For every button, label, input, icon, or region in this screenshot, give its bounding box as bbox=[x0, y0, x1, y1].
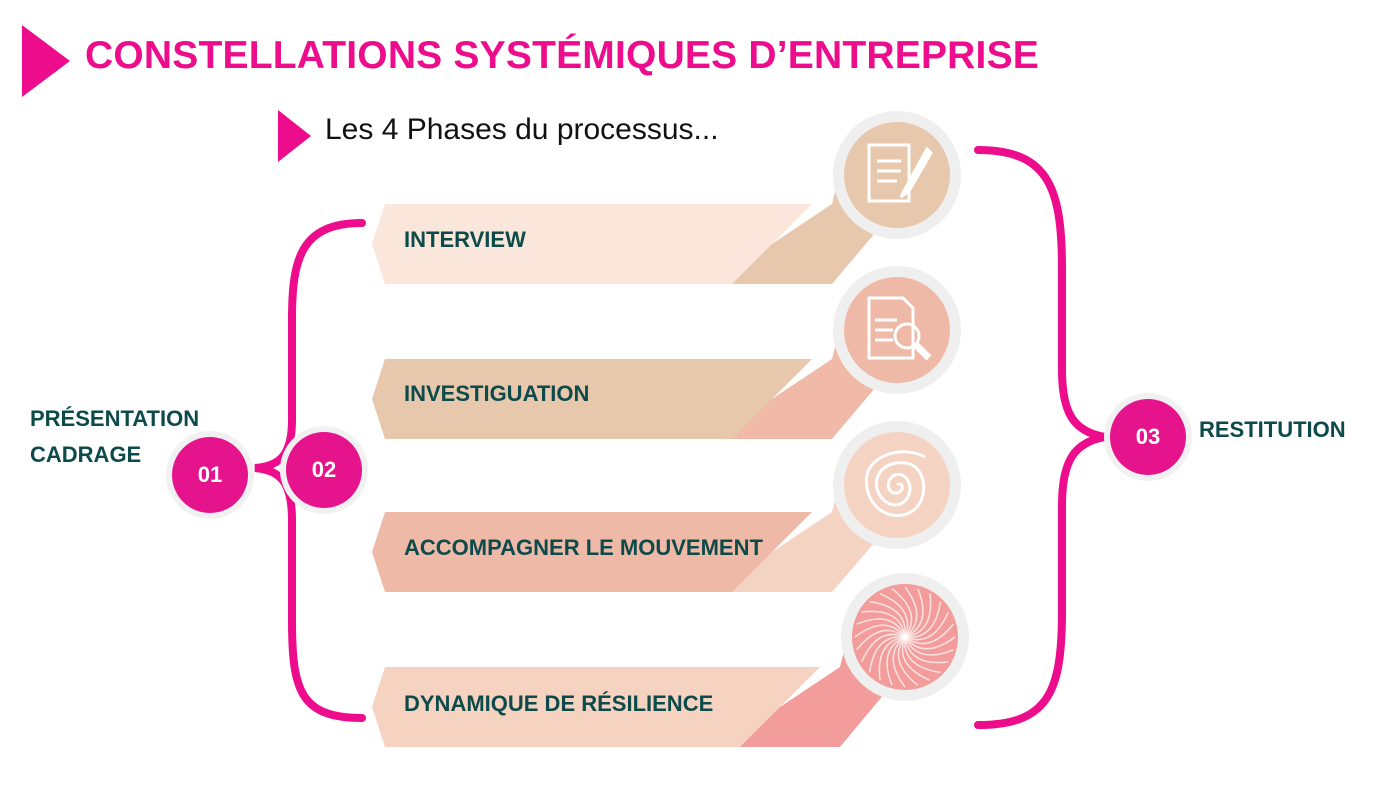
phase-label-investiguation: INVESTIGUATION bbox=[404, 381, 590, 406]
page-title: CONSTELLATIONS SYSTÉMIQUES D’ENTREPRISE bbox=[85, 34, 1040, 77]
left-label-line2: CADRAGE bbox=[30, 442, 142, 467]
notepad-pencil-icon bbox=[867, 143, 933, 203]
spiral-icon bbox=[864, 450, 926, 517]
step-01-badge: 01 bbox=[172, 437, 248, 513]
page-subtitle: Les 4 Phases du processus... bbox=[325, 113, 719, 146]
phase-banner bbox=[372, 204, 812, 284]
phase-banner bbox=[372, 667, 820, 747]
title-triangle-icon bbox=[22, 25, 70, 97]
phase-label-accompagner: ACCOMPAGNER LE MOUVEMENT bbox=[404, 535, 763, 560]
phase-banner bbox=[372, 512, 812, 592]
left-label: PRÉSENTATION CADRAGE bbox=[30, 401, 199, 473]
right-brace bbox=[974, 146, 1106, 729]
left-brace bbox=[254, 219, 366, 722]
phase-label-resilience: DYNAMIQUE DE RÉSILIENCE bbox=[404, 691, 714, 716]
step-02-badge: 02 bbox=[286, 432, 362, 508]
right-label: RESTITUTION bbox=[1199, 417, 1346, 442]
step-03-badge: 03 bbox=[1110, 399, 1186, 475]
phase-icon-circle bbox=[844, 122, 950, 228]
subtitle-triangle-icon bbox=[278, 110, 311, 162]
left-label-line1: PRÉSENTATION bbox=[30, 406, 200, 431]
phase-banner bbox=[372, 359, 812, 439]
phase-label-interview: INTERVIEW bbox=[404, 227, 526, 252]
document-search-icon bbox=[867, 296, 932, 361]
swirl-icon bbox=[854, 586, 956, 688]
